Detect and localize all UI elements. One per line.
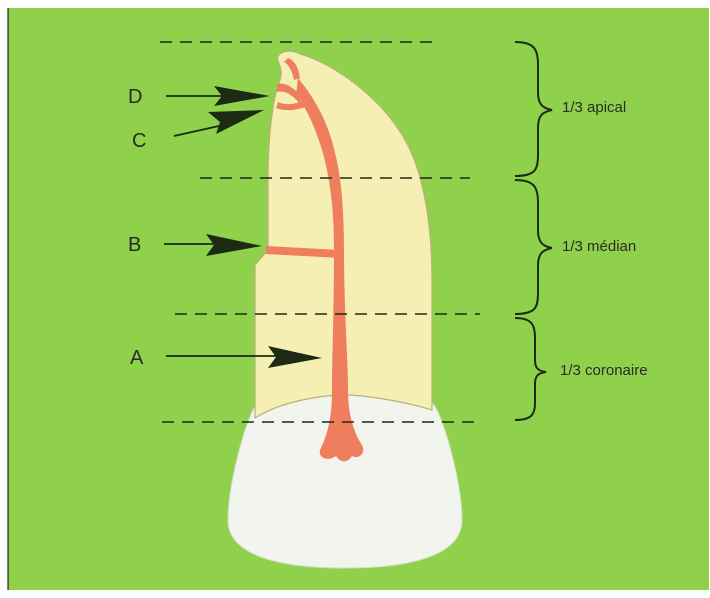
zone-label-median: 1/3 médian bbox=[562, 238, 636, 255]
label-b: B bbox=[128, 234, 141, 256]
label-d: D bbox=[128, 86, 142, 108]
zone-label-apical: 1/3 apical bbox=[562, 99, 626, 116]
label-c: C bbox=[132, 130, 146, 152]
zone-label-coronal: 1/3 coronaire bbox=[560, 362, 648, 379]
label-a: A bbox=[130, 347, 144, 369]
